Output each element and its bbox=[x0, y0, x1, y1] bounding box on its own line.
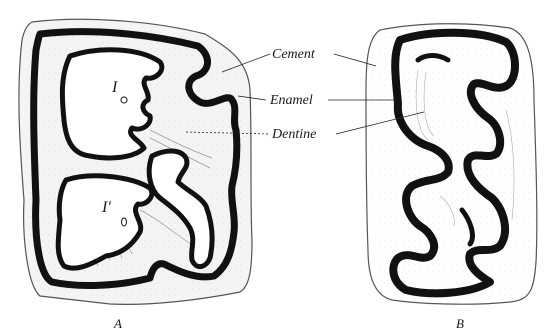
panel-b bbox=[366, 24, 537, 304]
label-cement: Cement bbox=[272, 47, 316, 62]
panel-a: I I' bbox=[19, 19, 252, 304]
caption-a: A bbox=[113, 316, 122, 331]
mark-lower-i: I' bbox=[101, 199, 111, 216]
label-enamel: Enamel bbox=[269, 93, 313, 108]
label-dentine: Dentine bbox=[271, 127, 316, 142]
caption-b: B bbox=[456, 316, 464, 331]
mark-upper-i: I bbox=[111, 79, 118, 96]
